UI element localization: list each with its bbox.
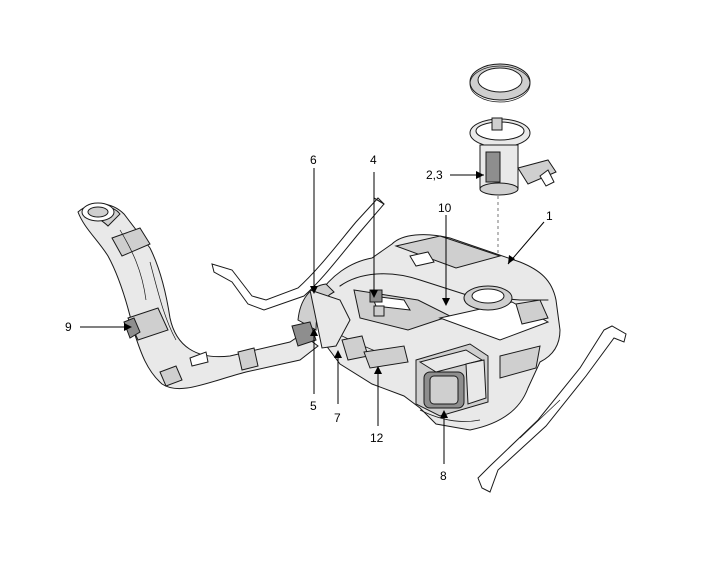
callout-7: 7 <box>334 411 341 425</box>
arrowheads <box>124 171 515 418</box>
callout-2-3: 2,3 <box>426 168 443 182</box>
callout-12: 12 <box>370 431 384 445</box>
fuel-pump-assembly <box>469 117 557 196</box>
canister <box>415 343 489 417</box>
filler-neck <box>77 202 319 390</box>
filler-hoses <box>291 283 409 369</box>
fuel-tank-band-left <box>211 197 385 311</box>
callout-8: 8 <box>440 469 447 483</box>
callout-9: 9 <box>65 320 72 334</box>
lock-ring <box>469 63 531 103</box>
callout-4: 4 <box>370 153 377 167</box>
leader-1 <box>507 221 545 265</box>
fuel-tank-band-right <box>477 325 627 493</box>
callout-5: 5 <box>310 399 317 413</box>
callout-1: 1 <box>546 209 553 223</box>
callout-6: 6 <box>310 153 317 167</box>
callout-10: 10 <box>438 201 452 215</box>
